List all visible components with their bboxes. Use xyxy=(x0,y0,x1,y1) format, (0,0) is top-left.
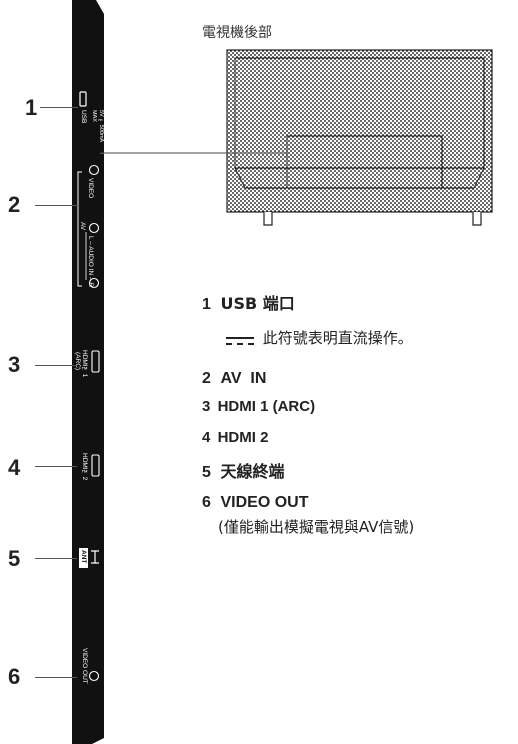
legend-item-4-text: HDMI 2 xyxy=(217,429,269,446)
callout-2: 2 xyxy=(8,192,21,217)
hdmi2-port-label: HDMI™2 xyxy=(81,453,88,481)
leader-line-2 xyxy=(35,205,78,206)
left-stand-foot xyxy=(263,212,273,226)
legend-dc-note: 此符號表明直流操作。 xyxy=(226,327,413,348)
legend-item-1-num: 1 xyxy=(202,296,211,313)
tv-back-diagram xyxy=(100,49,493,226)
legend-item-4-num: 4 xyxy=(202,429,211,446)
usb-rating-label: 5V ⎓ 500mA MAX xyxy=(91,110,104,142)
dc-symbol-icon xyxy=(226,332,254,345)
hdmi2-port xyxy=(91,454,100,477)
legend-item-6-text: VIDEO OUT xyxy=(220,494,309,511)
ant-port-label: ANT xyxy=(80,550,87,564)
leader-line-4 xyxy=(35,466,77,467)
video-port-label: VIDEO xyxy=(87,178,94,199)
callout-4: 4 xyxy=(8,455,21,480)
usb-port-label: USB xyxy=(80,110,87,124)
audio-l-jack xyxy=(88,222,100,234)
legend-item-2: 2 AV IN xyxy=(202,368,266,388)
legend-item-2-num: 2 xyxy=(202,370,211,387)
callout-1: 1 xyxy=(25,95,38,120)
tv-back-body xyxy=(226,49,493,213)
legend-item-3: 3 HDMI 1 (ARC) xyxy=(202,397,315,415)
legend-item-6-num: 6 xyxy=(202,494,211,511)
leader-line-1 xyxy=(40,107,78,108)
legend-item-1-text: USB 端口 xyxy=(220,294,295,313)
audio-port-label: L – AUDIO IN – R xyxy=(87,236,94,288)
legend-item-6-note: (僅能輸出模擬電視與AV信號) xyxy=(218,518,415,536)
panel-pointer-line-ext xyxy=(100,153,104,154)
right-stand-foot xyxy=(472,212,482,226)
legend-item-5-text: 天線終端 xyxy=(220,462,285,481)
leader-line-6 xyxy=(35,677,77,678)
side-panel xyxy=(72,0,104,744)
leader-line-3 xyxy=(35,365,77,366)
legend-item-3-text: HDMI 1 (ARC) xyxy=(217,398,316,415)
hdmi1-arc-label: (ARC) xyxy=(74,352,81,371)
video-out-jack xyxy=(88,670,100,682)
callout-3: 3 xyxy=(8,352,21,377)
legend-item-4: 4 HDMI 2 xyxy=(202,428,268,446)
tv-back-title: 電視機後部 xyxy=(202,25,272,41)
leader-line-5 xyxy=(35,558,77,559)
terminal-area xyxy=(286,135,443,189)
legend-item-5-num: 5 xyxy=(202,464,211,481)
legend-item-5: 5 天線終端 xyxy=(202,458,285,482)
callout-5: 5 xyxy=(8,546,21,571)
legend-item-1: 1 USB 端口 xyxy=(202,290,295,314)
av-port-label: AV xyxy=(79,222,86,231)
ant-connector xyxy=(91,550,99,564)
video-out-port-label: VIDEO OUT xyxy=(81,648,88,684)
usb-port xyxy=(79,91,87,107)
audio-r-jack xyxy=(88,277,100,289)
hdmi1-port-label: HDMI™1 xyxy=(81,350,88,378)
dc-note-text: 此符號表明直流操作。 xyxy=(262,329,413,347)
hdmi1-port xyxy=(91,350,100,373)
legend-item-2-text: AV IN xyxy=(220,370,267,387)
legend-item-3-num: 3 xyxy=(202,398,211,415)
legend-item-6: 6 VIDEO OUT xyxy=(202,492,309,512)
callout-6: 6 xyxy=(8,664,21,689)
video-jack xyxy=(88,164,100,176)
